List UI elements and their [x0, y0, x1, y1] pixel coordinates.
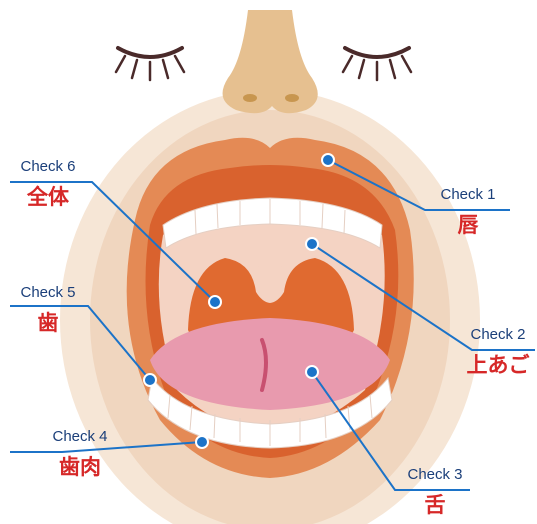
term-lips: 唇: [425, 209, 511, 239]
label-check-2: Check 2 上あご: [460, 326, 536, 379]
nose-shape: [223, 10, 318, 113]
anchor-dot-check-4: [196, 436, 208, 448]
left-eyelid: [118, 48, 182, 57]
label-check-5: Check 5 歯: [8, 284, 88, 337]
check-number: Check 6: [8, 158, 88, 175]
right-eyelash: [343, 56, 411, 80]
anchor-dot-check-5: [144, 374, 156, 386]
check-number: Check 4: [40, 428, 120, 445]
anchor-dot-check-6: [209, 296, 221, 308]
term-overall: 全体: [8, 181, 88, 211]
left-nostril: [243, 94, 257, 102]
label-check-4: Check 4 歯肉: [40, 428, 120, 481]
check-number: Check 3: [395, 466, 475, 483]
right-nostril: [285, 94, 299, 102]
check-number: Check 1: [425, 186, 511, 203]
check-number: Check 2: [460, 326, 536, 343]
term-gums: 歯肉: [40, 451, 120, 481]
term-palate: 上あご: [460, 349, 536, 379]
right-eyelid: [345, 48, 409, 57]
term-tongue: 舌: [395, 489, 475, 519]
anchor-dot-check-2: [306, 238, 318, 250]
label-check-1: Check 1 唇: [425, 186, 511, 239]
check-number: Check 5: [8, 284, 88, 301]
label-check-6: Check 6 全体: [8, 158, 88, 211]
label-check-3: Check 3 舌: [395, 466, 475, 519]
left-eyelash: [116, 56, 184, 80]
anchor-dot-check-1: [322, 154, 334, 166]
anchor-dot-check-3: [306, 366, 318, 378]
nose: [223, 10, 318, 113]
term-teeth: 歯: [8, 307, 88, 337]
